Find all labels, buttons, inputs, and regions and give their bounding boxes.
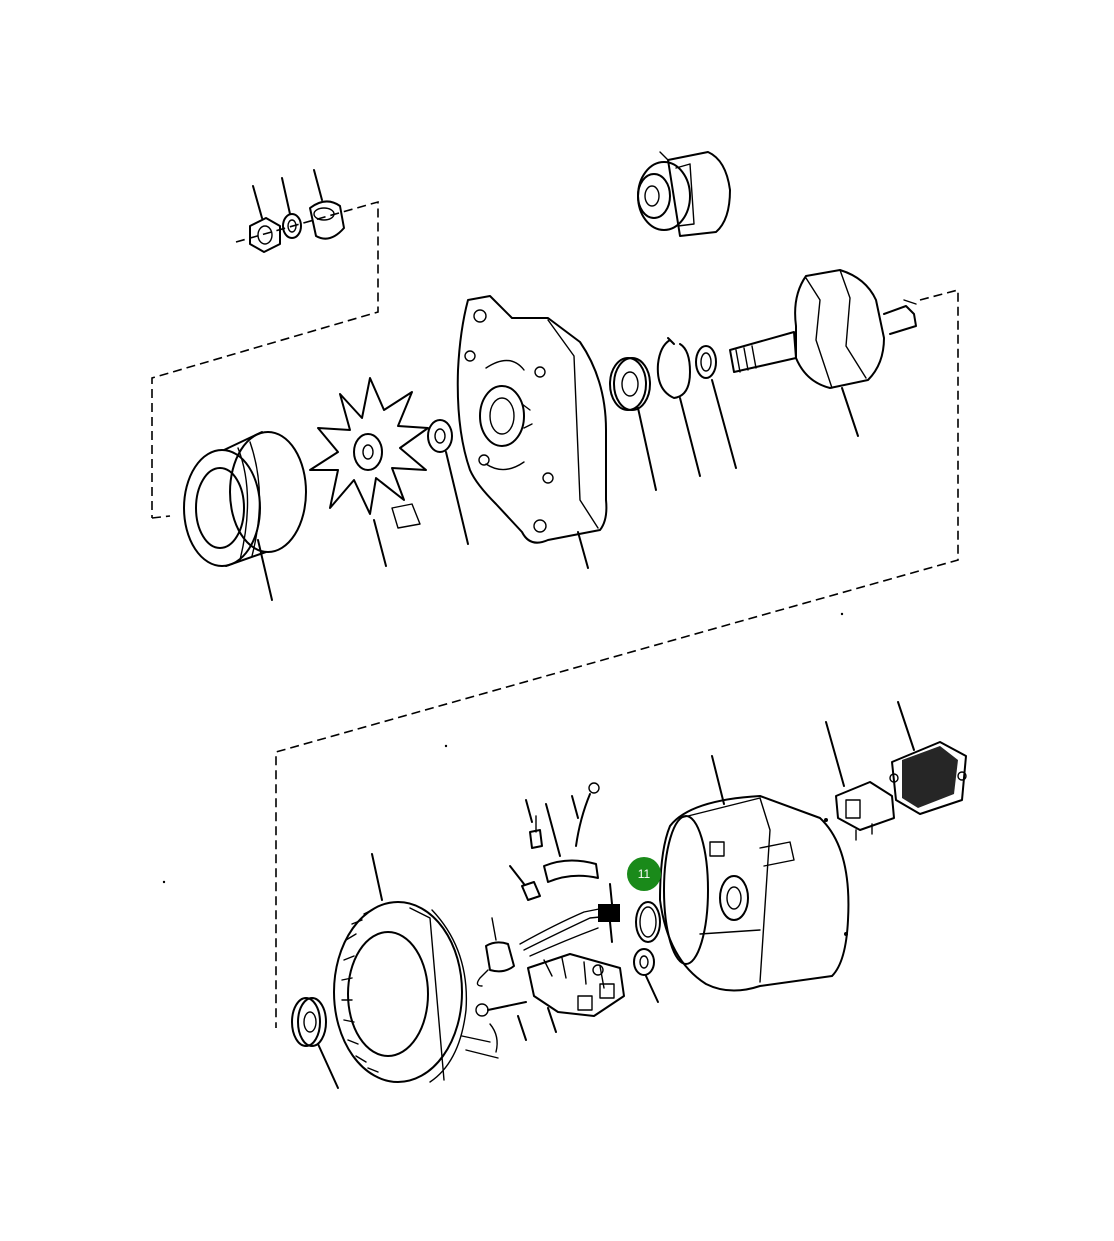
voltage-regulator bbox=[889, 701, 967, 815]
suppression-capacitor bbox=[476, 917, 515, 987]
stray-dot bbox=[840, 612, 844, 616]
pulley bbox=[183, 431, 307, 601]
drive-end-bearing bbox=[609, 357, 657, 491]
o-ring bbox=[635, 901, 661, 943]
callout-badge bbox=[627, 857, 661, 891]
callout-label: 11 bbox=[638, 867, 651, 881]
rectifier-diode-plate bbox=[527, 953, 625, 1033]
cover-bracket bbox=[543, 803, 599, 883]
cooling-fan bbox=[309, 377, 429, 567]
small-clip bbox=[509, 865, 541, 901]
alternator-assembly-icon bbox=[637, 151, 731, 237]
stray-dot bbox=[162, 880, 166, 884]
spring-washer bbox=[281, 177, 302, 239]
pulley-nut bbox=[249, 185, 281, 253]
slip-ring-bearing bbox=[291, 997, 339, 1089]
stray-dot bbox=[444, 744, 448, 748]
pulley-spacer bbox=[309, 169, 345, 240]
spacer-ring bbox=[427, 419, 469, 545]
rotor bbox=[729, 269, 917, 437]
group-outline-upper bbox=[151, 200, 959, 1028]
drive-end-housing bbox=[456, 295, 608, 569]
terminal-screw bbox=[525, 799, 543, 849]
slip-ring-seal bbox=[633, 948, 659, 1003]
terminal-wire bbox=[571, 782, 600, 847]
rotor-washer bbox=[695, 345, 737, 469]
capacitor-bolt bbox=[475, 1001, 527, 1053]
callout-11[interactable]: 11 bbox=[627, 857, 661, 891]
circlip bbox=[656, 337, 701, 477]
stator bbox=[333, 853, 499, 1083]
slip-ring-end-housing bbox=[659, 755, 850, 992]
brush-assembly bbox=[825, 721, 895, 841]
brush-holder-wiring bbox=[519, 883, 620, 957]
